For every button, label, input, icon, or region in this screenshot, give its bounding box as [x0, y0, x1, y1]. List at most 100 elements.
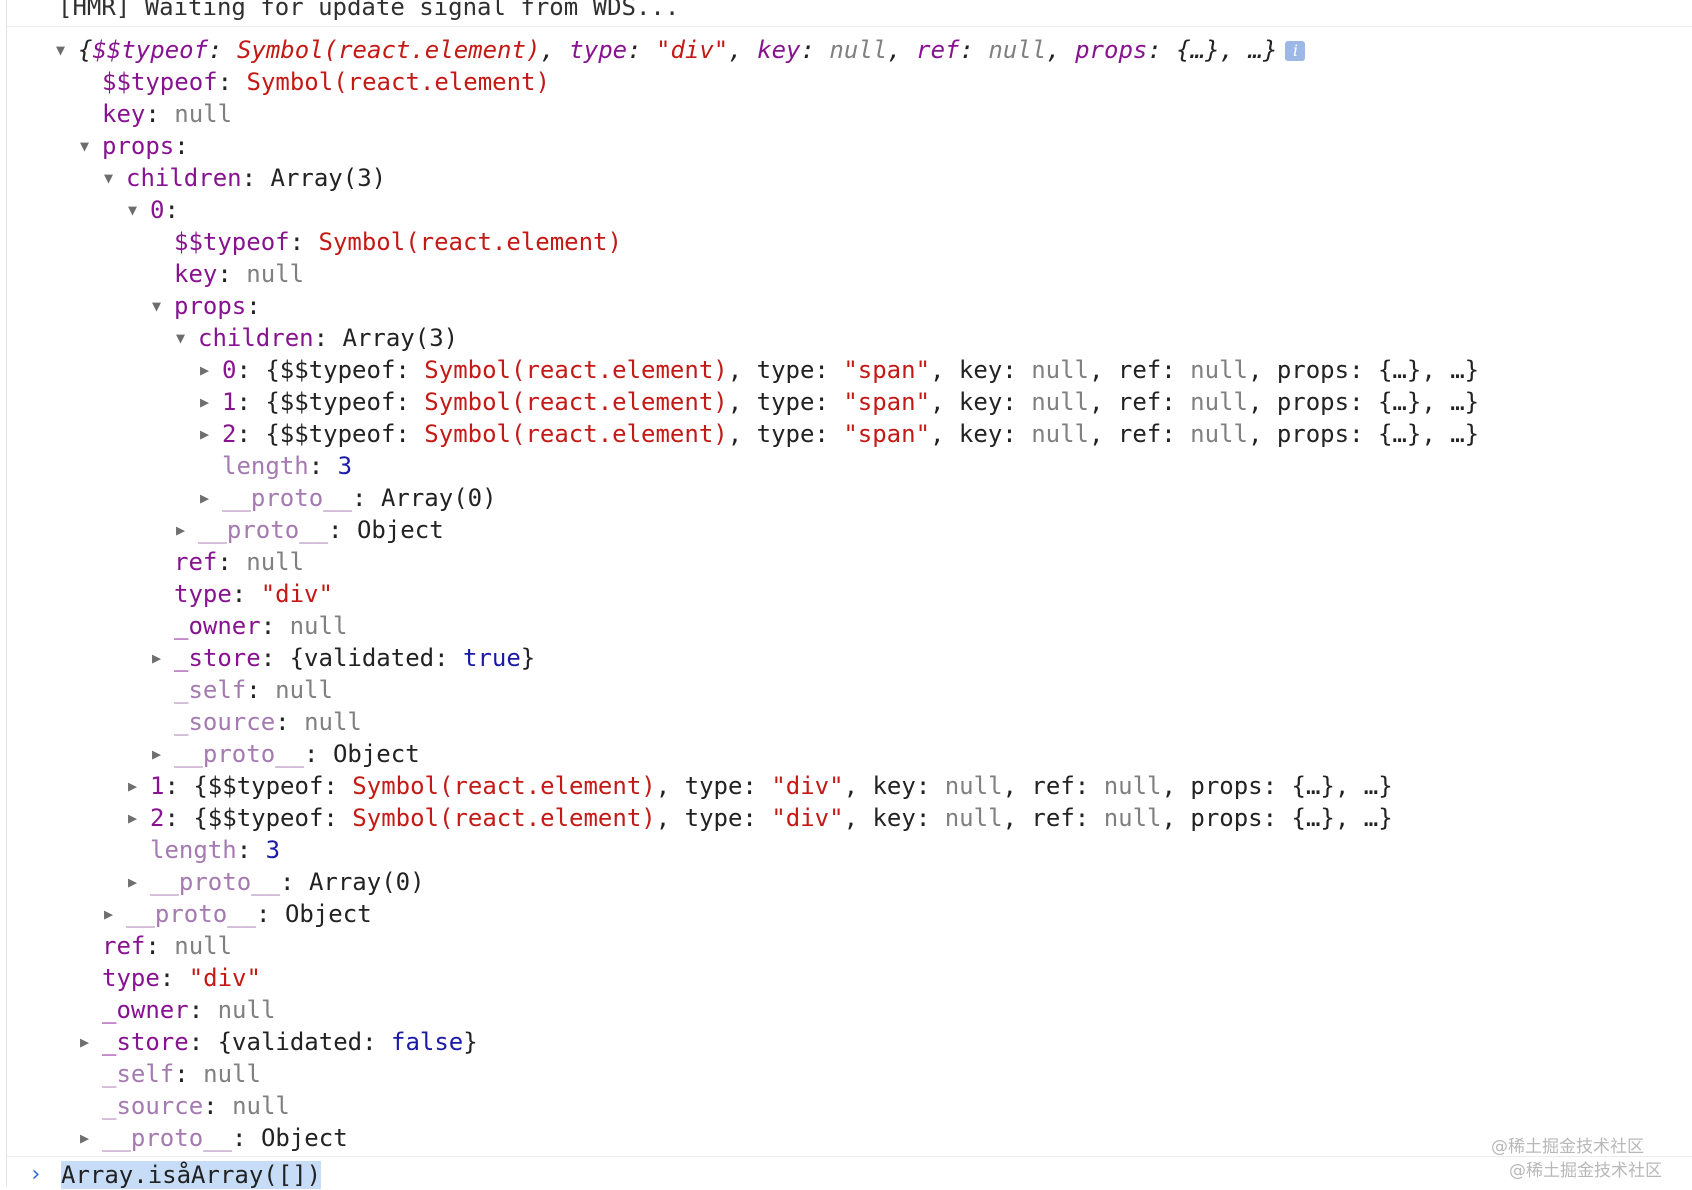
console-input[interactable]: Array.isåArray([]) [61, 1160, 322, 1190]
tree-row[interactable]: ▶0: {$$typeof: Symbol(react.element), ty… [200, 354, 1479, 386]
hmr-log-message: [HMR] Waiting for update signal from WDS… [58, 0, 680, 21]
tree-token: length [150, 836, 237, 864]
expand-triangle-closed-icon[interactable]: ▶ [152, 745, 162, 763]
tree-token: 0 [222, 356, 237, 384]
tree-token: , type: [655, 804, 772, 832]
tree-token: null [1190, 420, 1248, 448]
tree-token: null [988, 36, 1047, 64]
tree-token: ref [102, 932, 146, 960]
tree-token: , props: {…}, …} [1247, 388, 1480, 416]
info-icon[interactable]: i [1285, 41, 1306, 61]
expand-triangle-open-icon[interactable]: ▼ [104, 169, 114, 187]
expand-triangle-closed-icon[interactable]: ▶ [176, 521, 186, 539]
tree-row: key: null [152, 258, 304, 290]
tree-token: : [217, 68, 247, 96]
tree-token: null [1103, 804, 1162, 832]
tree-row: length: 3 [200, 450, 352, 482]
tree-token: , [540, 36, 570, 64]
tree-token: 1 [150, 772, 165, 800]
tree-token: : Array(0) [352, 484, 497, 512]
tree-row[interactable]: ▶1: {$$typeof: Symbol(react.element), ty… [128, 770, 1393, 802]
tree-row[interactable]: ▶1: {$$typeof: Symbol(react.element), ty… [200, 386, 1479, 418]
tree-token: , type: [727, 356, 844, 384]
tree-token: null [246, 260, 305, 288]
tree-token: : [800, 36, 830, 64]
tree-token: } [463, 1028, 478, 1056]
expand-triangle-open-icon[interactable]: ▼ [56, 41, 66, 59]
console-input-bar[interactable]: › Array.isåArray([]) [7, 1156, 1692, 1190]
tree-row[interactable]: ▶__proto__: Object [152, 738, 420, 770]
tree-row: type: "div" [152, 578, 333, 610]
tree-token: null [829, 36, 888, 64]
tree-row[interactable]: ▶__proto__: Object [104, 898, 372, 930]
tree-row[interactable]: ▶__proto__: Array(0) [200, 482, 497, 514]
tree-row[interactable]: ▶__proto__: Object [80, 1122, 348, 1154]
expand-triangle-closed-icon[interactable]: ▶ [80, 1033, 90, 1051]
tree-row[interactable]: ▼0: [128, 194, 179, 226]
tree-token: ref [174, 548, 218, 576]
tree-row[interactable]: ▶2: {$$typeof: Symbol(react.element), ty… [128, 802, 1393, 834]
tree-token: : [145, 932, 175, 960]
expand-triangle-closed-icon[interactable]: ▶ [128, 873, 138, 891]
tree-row[interactable]: ▶_store: {validated: true} [152, 642, 535, 674]
tree-token: Symbol(react.element) [352, 772, 656, 800]
tree-token: "div" [771, 772, 844, 800]
tree-row: length: 3 [128, 834, 280, 866]
expand-triangle-closed-icon[interactable]: ▶ [200, 425, 210, 443]
tree-token: false [391, 1028, 464, 1056]
expand-triangle-closed-icon[interactable]: ▶ [200, 489, 210, 507]
tree-token: null [1190, 388, 1248, 416]
tree-token: _store [102, 1028, 189, 1056]
expand-triangle-closed-icon[interactable]: ▶ [128, 777, 138, 795]
tree-token: props [174, 292, 247, 320]
tree-token: children [198, 324, 314, 352]
tree-token: , [1046, 36, 1076, 64]
tree-row[interactable]: ▼props: [80, 130, 189, 162]
tree-token: 0 [150, 196, 165, 224]
expand-triangle-open-icon[interactable]: ▼ [152, 297, 162, 315]
tree-token: _source [102, 1092, 204, 1120]
tree-row[interactable]: ▼children: Array(3) [104, 162, 386, 194]
expand-triangle-open-icon[interactable]: ▼ [128, 201, 138, 219]
tree-token: null [232, 1092, 290, 1120]
tree-token: : Object [256, 900, 372, 928]
tree-token: null [174, 100, 233, 128]
tree-token: null [1103, 772, 1162, 800]
tree-token: , key: [930, 420, 1032, 448]
expand-triangle-closed-icon[interactable]: ▶ [104, 905, 114, 923]
tree-row[interactable]: ▶__proto__: Object [176, 514, 444, 546]
expand-triangle-closed-icon[interactable]: ▶ [152, 649, 162, 667]
tree-row[interactable]: ▼children: Array(3) [176, 322, 458, 354]
tree-token: type [102, 964, 160, 992]
tree-token: : [188, 996, 218, 1024]
tree-token: Symbol(react.element) [318, 228, 622, 256]
tree-token: "div" [771, 804, 844, 832]
tree-token: 2 [150, 804, 165, 832]
tree-token: key [174, 260, 218, 288]
expand-triangle-closed-icon[interactable]: ▶ [128, 809, 138, 827]
tree-row[interactable]: ▶__proto__: Array(0) [128, 866, 425, 898]
tree-token: : [246, 292, 261, 320]
tree-token: type [569, 36, 628, 64]
tree-row[interactable]: ▼ props: [152, 290, 261, 322]
tree-token: Symbol(react.element) [352, 804, 656, 832]
expand-triangle-open-icon[interactable]: ▼ [176, 329, 186, 347]
tree-token: : [260, 612, 290, 640]
tree-token: : {$$typeof: [164, 772, 353, 800]
console-gutter [6, 0, 7, 1186]
tree-token: null [203, 1060, 261, 1088]
tree-token: _owner [102, 996, 189, 1024]
expand-triangle-closed-icon[interactable]: ▶ [80, 1129, 90, 1147]
tree-row: $$typeof: Symbol(react.element) [152, 226, 622, 258]
tree-token: : {validated: [188, 1028, 391, 1056]
expand-triangle-closed-icon[interactable]: ▶ [200, 393, 210, 411]
tree-token: __proto__ [174, 740, 305, 768]
tree-row[interactable]: ▼{$$typeof: Symbol(react.element), type:… [56, 34, 1306, 66]
tree-token: : [627, 36, 656, 64]
tree-row[interactable]: ▶2: {$$typeof: Symbol(react.element), ty… [200, 418, 1479, 450]
tree-token: $$typeof [174, 228, 290, 256]
tree-row[interactable]: ▶ _store: {validated: false} [80, 1026, 478, 1058]
expand-triangle-closed-icon[interactable]: ▶ [200, 361, 210, 379]
message-divider [7, 26, 1692, 27]
expand-triangle-open-icon[interactable]: ▼ [80, 137, 90, 155]
